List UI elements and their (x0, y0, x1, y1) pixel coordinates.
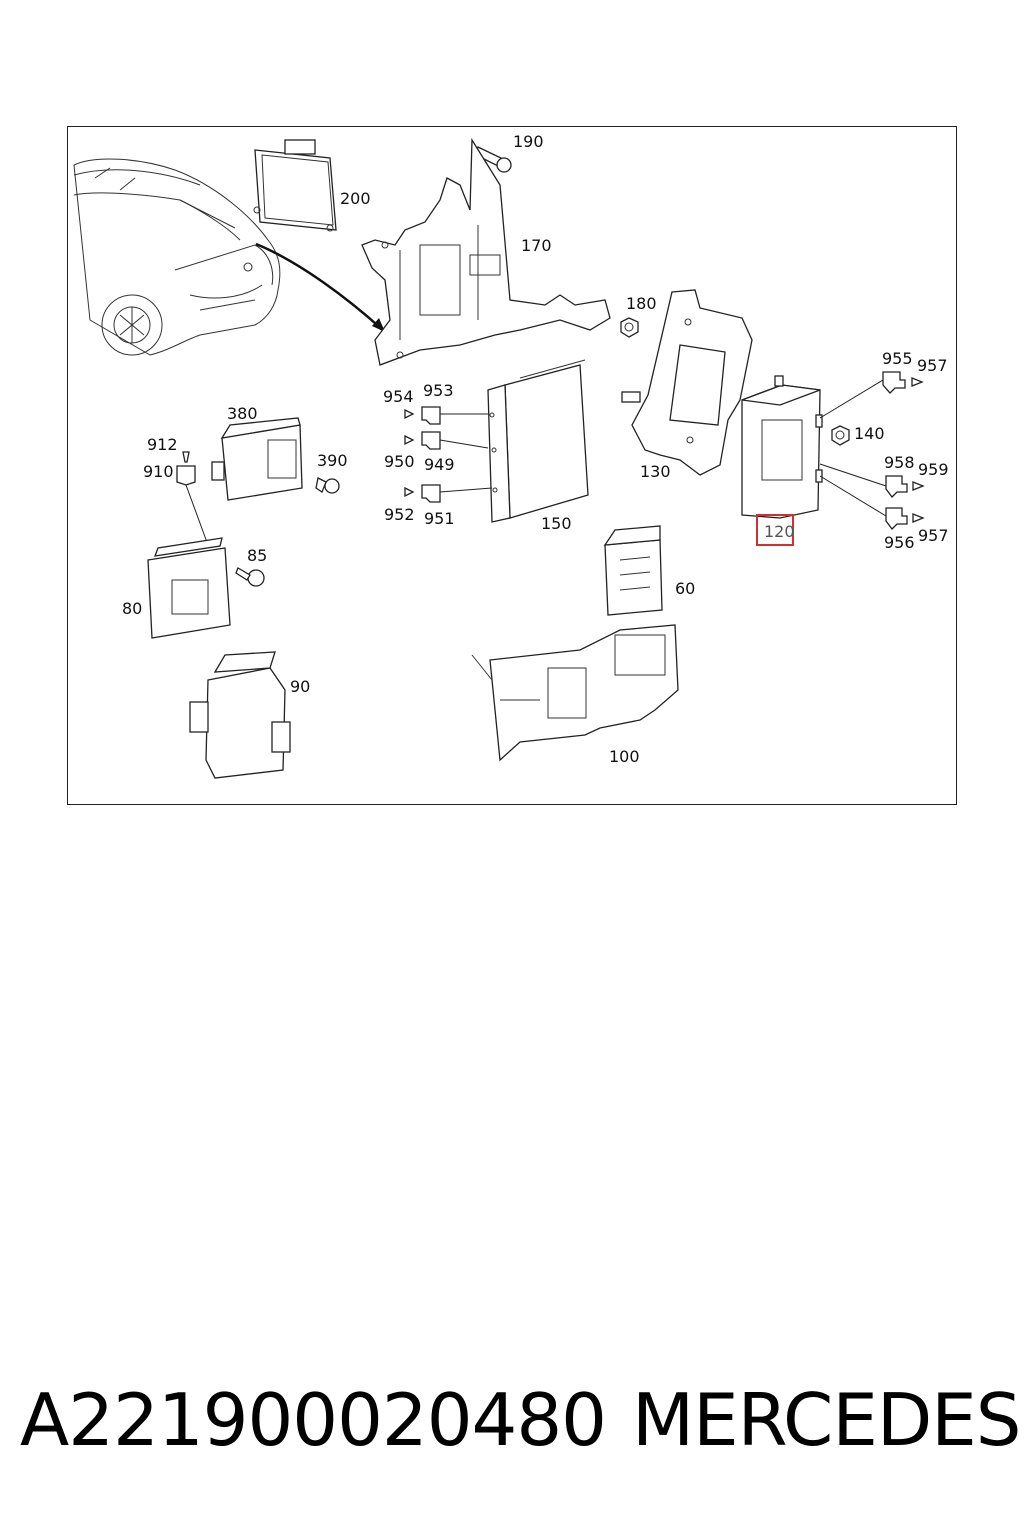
callout-390: 390 (317, 451, 348, 470)
part-100-bracket (471, 624, 679, 762)
callout-910: 910 (143, 462, 174, 481)
callout-950: 950 (384, 452, 415, 471)
callout-954: 954 (383, 387, 414, 406)
diagram-frame (67, 126, 957, 805)
callout-100: 100 (609, 747, 640, 766)
part-90-module (189, 651, 291, 779)
callout-130: 130 (640, 462, 671, 481)
car-illustration (73, 158, 281, 356)
footer: A221900020480 MERCEDES (0, 1375, 1024, 1475)
part-170-bracket (361, 137, 611, 366)
callout-956: 956 (884, 533, 915, 552)
callout-912: 912 (147, 435, 178, 454)
callout-180: 180 (626, 294, 657, 313)
connectors-middle (404, 406, 493, 503)
callout-951: 951 (424, 509, 455, 528)
callout-952: 952 (384, 505, 415, 524)
part-120-module (741, 375, 823, 519)
callout-949: 949 (424, 455, 455, 474)
part-130-bracket (621, 289, 753, 476)
part-150-unit (487, 359, 589, 523)
callout-958: 958 (884, 453, 915, 472)
part-number: A221900020480 (20, 1378, 607, 1462)
callout-150: 150 (541, 514, 572, 533)
part-180-nut (620, 317, 639, 338)
callout-953: 953 (423, 381, 454, 400)
part-60-module (603, 525, 663, 616)
part-390-bolt (315, 477, 340, 494)
highlight-box-120 (756, 514, 794, 546)
callout-957-top: 957 (917, 356, 948, 375)
connectors-right (819, 371, 925, 530)
location-arrow (255, 242, 386, 333)
part-910-912 (176, 451, 209, 546)
callout-90: 90 (290, 677, 310, 696)
callout-120: 120 (764, 522, 795, 541)
part-85-screw (235, 567, 265, 587)
parts-diagram: 190 200 170 180 955 957 140 958 959 956 … (73, 132, 949, 779)
callout-190: 190 (513, 132, 544, 151)
callout-80: 80 (122, 599, 142, 618)
part-80-module (147, 537, 231, 639)
callout-959: 959 (918, 460, 949, 479)
callout-140: 140 (854, 424, 885, 443)
part-140-nut (831, 425, 850, 446)
brand-name: MERCEDES (632, 1378, 1021, 1462)
callout-85: 85 (247, 546, 267, 565)
part-380-module (211, 417, 303, 501)
callout-380: 380 (227, 404, 258, 423)
callout-200: 200 (340, 189, 371, 208)
callout-60: 60 (675, 579, 695, 598)
part-200 (253, 139, 337, 232)
callout-957-bottom: 957 (918, 526, 949, 545)
callout-955: 955 (882, 349, 913, 368)
callout-170: 170 (521, 236, 552, 255)
